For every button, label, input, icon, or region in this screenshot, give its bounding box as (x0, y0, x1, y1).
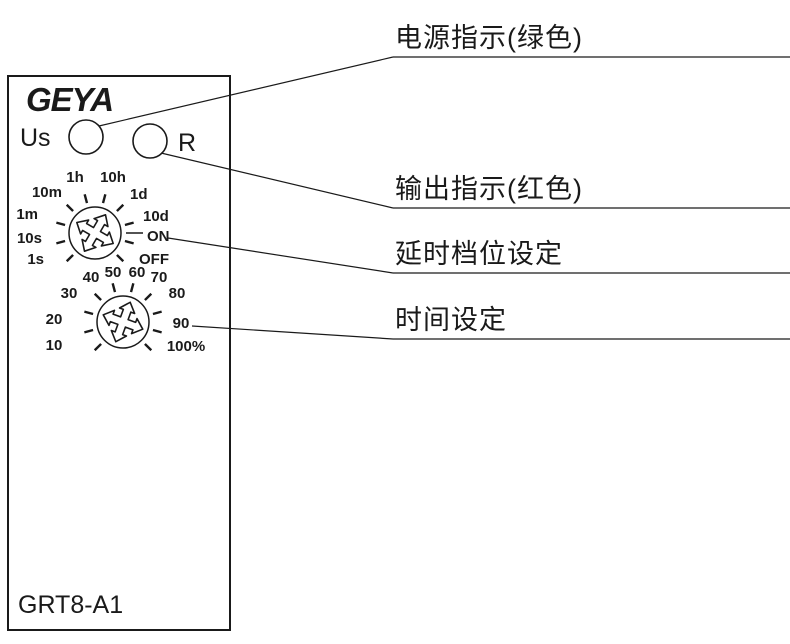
output-led-label: R (178, 129, 196, 157)
time-dial-label-20: 20 (46, 311, 63, 328)
callout-lines (98, 56, 790, 340)
callout-leader-time (191, 325, 394, 340)
delay-dial-label-10h: 10h (100, 169, 126, 186)
delay-dial-label-10m: 10m (32, 184, 62, 201)
device-panel (7, 75, 231, 631)
callout-time-setting: 时间设定 (395, 305, 507, 335)
time-dial-label-40: 40 (83, 269, 100, 286)
time-dial-label-10: 10 (46, 337, 63, 354)
delay-dial-label-on: ON (147, 228, 170, 245)
delay-dial-label-1s: 1s (27, 251, 44, 268)
callout-leader-output (160, 152, 394, 209)
power-led (68, 119, 104, 155)
callout-leader-power (98, 56, 394, 127)
time-dial-label-80: 80 (169, 285, 186, 302)
time-dial-label-90: 90 (173, 315, 190, 332)
time-dial-label-30: 30 (61, 285, 78, 302)
time-dial-label-100: 100% (167, 338, 205, 355)
delay-dial-labels: 1h 10h 10m 1d 1m 10d 10s ON 1s OFF (16, 169, 169, 268)
time-dial-labels: 40 50 60 70 30 80 20 90 10 100% (46, 264, 206, 355)
delay-dial-label-10d: 10d (143, 208, 169, 225)
delay-dial-label-off: OFF (139, 251, 169, 268)
delay-dial-ticks (56, 194, 134, 263)
callout-leader-delay (167, 237, 394, 274)
delay-dial-label-1h: 1h (66, 169, 84, 186)
delay-dial-label-10s: 10s (17, 230, 42, 247)
output-led (132, 123, 168, 159)
time-dial-label-60: 60 (129, 264, 146, 281)
callout-power-indicator: 电源指示(绿色) (395, 23, 583, 53)
delay-dial-label-1d: 1d (130, 186, 148, 203)
time-dial-label-50: 50 (105, 264, 122, 281)
callout-output-indicator: 输出指示(红色) (395, 174, 583, 204)
model-label: GRT8-A1 (18, 591, 123, 619)
callout-delay-range: 延时档位设定 (395, 239, 563, 269)
delay-dial-label-1m: 1m (16, 206, 38, 223)
power-led-label: Us (20, 124, 51, 152)
brand-logo: GEYA (26, 81, 113, 118)
time-dial-ticks (84, 283, 162, 352)
time-dial-label-70: 70 (151, 269, 168, 286)
